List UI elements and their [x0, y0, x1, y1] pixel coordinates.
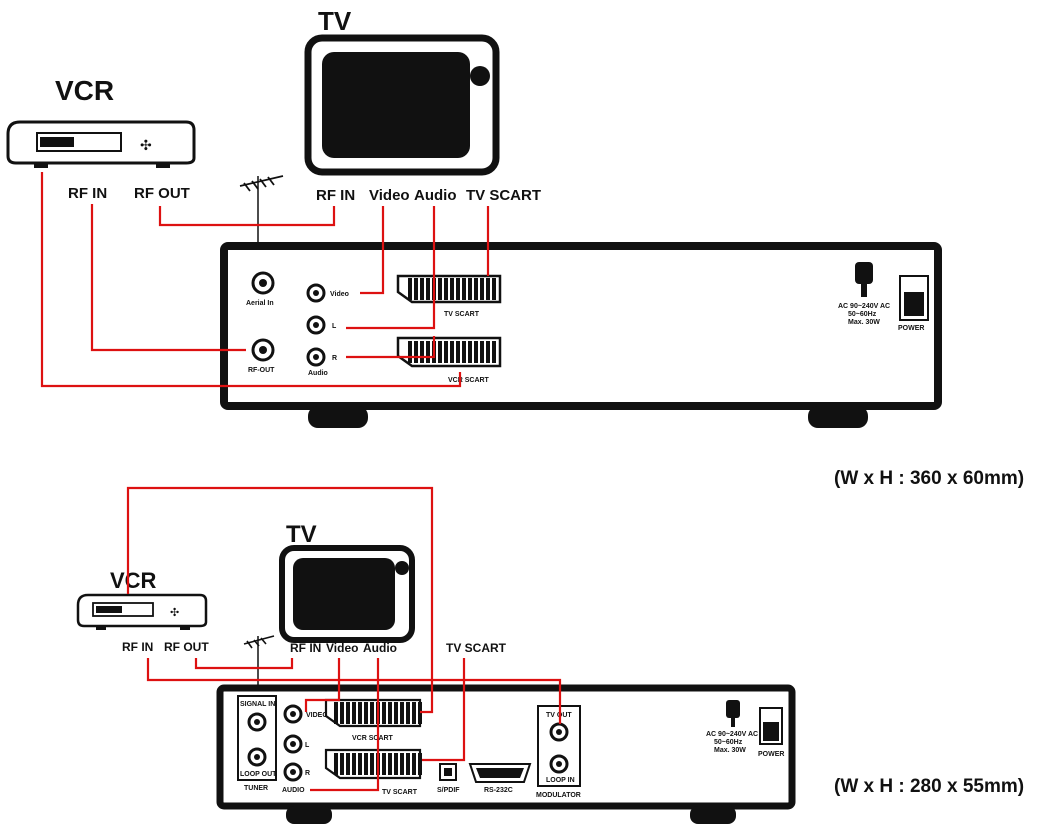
- audio-label-top: Audio: [414, 187, 457, 204]
- modulator-label: MODULATOR: [536, 792, 581, 799]
- rf-in-vcr-label-top: RF IN: [68, 185, 107, 202]
- svg-text:✣: ✣: [170, 606, 179, 619]
- spdif-port: [439, 763, 457, 781]
- video-jack-top: [306, 283, 326, 303]
- vcr-label-bottom: VCR: [110, 568, 157, 593]
- tuner-block: [237, 695, 277, 781]
- power-switch-top: [899, 275, 929, 321]
- power-plug-icon-bottom: [726, 700, 740, 727]
- audio-label-panel-bottom: AUDIO: [282, 787, 305, 794]
- audio-label-panel-top: Audio: [308, 370, 328, 377]
- tv-label-bottom: TV: [286, 521, 317, 548]
- audio-l-label-top: L: [332, 323, 337, 330]
- signal-in-label: SIGNAL IN: [240, 701, 275, 708]
- tuner-label: TUNER: [244, 785, 268, 792]
- power-spec-2-top: 50~60Hz: [848, 311, 877, 318]
- power-spec-2-bottom: 50~60Hz: [714, 739, 743, 746]
- rs232c-label: RS-232C: [484, 787, 513, 794]
- audio-l-label-bottom: L: [305, 742, 310, 749]
- audio-r-label-bottom: R: [305, 770, 310, 777]
- video-jack-label-bottom: VIDEO: [306, 712, 328, 719]
- tv-scart-connector-top: [396, 274, 502, 304]
- power-spec-3-bottom: Max. 30W: [714, 747, 746, 754]
- vcr-icon-top: ✣: [6, 120, 196, 168]
- video-label-top: Video: [369, 187, 410, 204]
- tv-scart-panel-label-top: TV SCART: [444, 311, 480, 318]
- receiver-box-top: [220, 242, 942, 428]
- dimensions-label-bottom: (W x H : 280 x 55mm): [834, 776, 1024, 797]
- video-label-bottom: Video: [326, 641, 358, 655]
- vcr-scart-panel-label-top: VCR SCART: [448, 377, 490, 384]
- rs232c-port: [468, 763, 532, 783]
- power-spec-1-top: AC 90~240V AC: [838, 303, 890, 310]
- tv-icon-top: [304, 34, 500, 176]
- power-label-top: POWER: [898, 325, 924, 332]
- vcr-icon-bottom: ✣: [76, 593, 208, 630]
- wires-bottom: [126, 486, 562, 792]
- aerial-in-jack-top: [251, 271, 275, 295]
- rf-out-vcr-label-bottom: RF OUT: [164, 640, 209, 654]
- audio-r-label-top: R: [332, 355, 337, 362]
- dimensions-label-top: (W x H : 360 x 60mm): [834, 468, 1024, 489]
- rf-in-vcr-label-bottom: RF IN: [122, 640, 153, 654]
- rf-out-vcr-label-top: RF OUT: [134, 185, 190, 202]
- power-switch-bottom: [759, 707, 783, 745]
- modulator-block: [537, 705, 581, 787]
- rf-out-label: RF-OUT: [248, 367, 275, 374]
- power-spec-3-top: Max. 30W: [848, 319, 880, 326]
- tv-icon-bottom: [279, 545, 415, 643]
- power-label-bottom: POWER: [758, 751, 784, 758]
- audio-l-jack-bottom: [283, 734, 303, 754]
- tv-scart-label-top: TV SCART: [466, 187, 541, 204]
- wires-top: [40, 172, 490, 388]
- rf-out-jack-top: [251, 338, 275, 362]
- vcr-scart-connector-bottom: [324, 698, 422, 728]
- audio-l-jack-top: [306, 315, 326, 335]
- tv-scart-panel-label-bottom: TV SCART: [382, 789, 418, 796]
- vcr-label-top: VCR: [55, 75, 114, 106]
- spdif-label: S/PDIF: [437, 787, 460, 794]
- vcr-scart-connector-top: [396, 336, 502, 368]
- video-jack-bottom: [283, 704, 303, 724]
- power-spec-1-bottom: AC 90~240V AC: [706, 731, 758, 738]
- tv-scart-connector-bottom: [324, 748, 422, 780]
- aerial-in-label: Aerial In: [246, 300, 274, 307]
- video-jack-label-top: Video: [330, 291, 349, 298]
- loop-in-label: LOOP IN: [546, 777, 575, 784]
- tv-scart-label-bottom: TV SCART: [446, 641, 507, 655]
- audio-r-jack-top: [306, 347, 326, 367]
- rf-in-tv-label-bottom: RF IN: [290, 641, 321, 655]
- tv-label-top: TV: [318, 6, 352, 36]
- vcr-scart-panel-label-bottom: VCR SCART: [352, 735, 394, 742]
- rf-in-tv-label-top: RF IN: [316, 187, 355, 204]
- audio-label-bottom: Audio: [363, 641, 397, 655]
- audio-r-jack-bottom: [283, 762, 303, 782]
- svg-text:✣: ✣: [140, 138, 152, 154]
- loop-out-label: LOOP OUT: [240, 771, 277, 778]
- power-plug-icon-top: [855, 262, 873, 297]
